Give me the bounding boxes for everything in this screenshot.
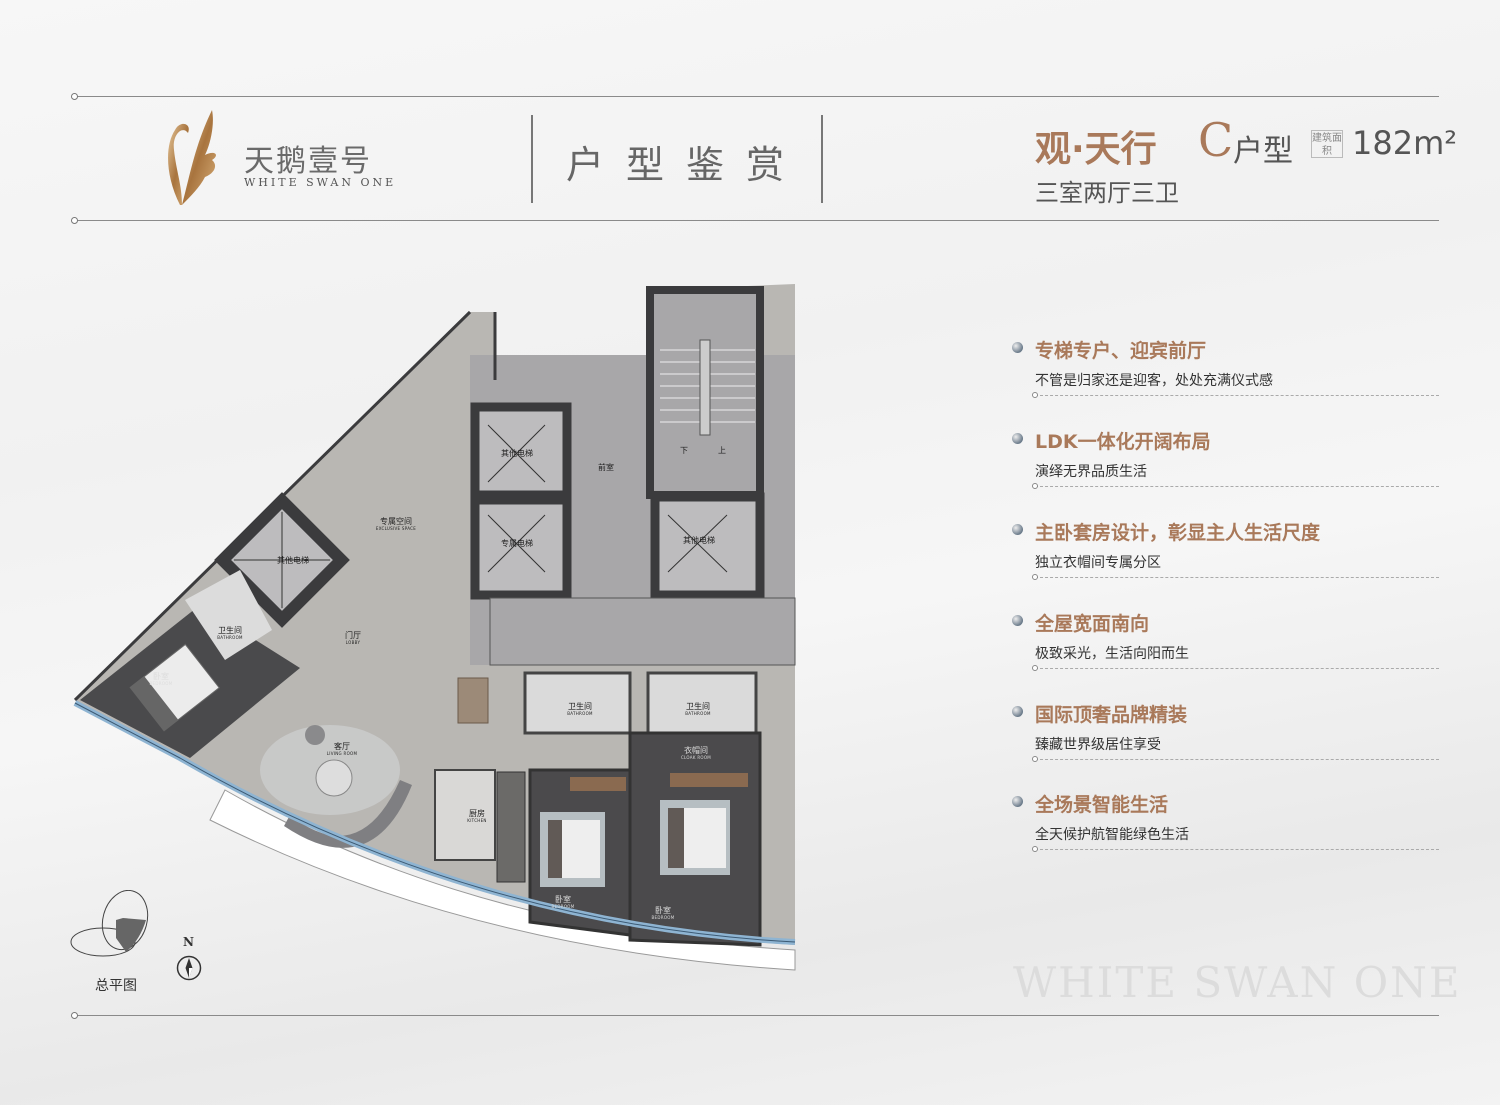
north-label: N bbox=[183, 935, 194, 949]
top-rule bbox=[75, 96, 1439, 97]
dashed-divider bbox=[1035, 577, 1439, 578]
dining-table bbox=[457, 677, 489, 724]
left-bathroom-floor bbox=[185, 570, 272, 660]
armchair bbox=[305, 725, 325, 745]
divider-dot bbox=[1032, 574, 1038, 580]
header-rule bbox=[75, 220, 1439, 221]
feature-desc: 臻藏世界级居住享受 bbox=[1035, 737, 1161, 753]
unit-area: 182m² bbox=[1352, 124, 1458, 162]
feature-desc: 全天候护航智能绿色生活 bbox=[1035, 827, 1189, 843]
feature-desc: 不管是归家还是迎客，处处充满仪式感 bbox=[1035, 373, 1273, 389]
stair-up-label: 上 bbox=[718, 446, 726, 455]
bullet-icon bbox=[1012, 706, 1023, 717]
watermark: WHITE SWAN ONE bbox=[1013, 958, 1462, 1007]
dashed-divider bbox=[1035, 395, 1439, 396]
room-label: 其他电梯 bbox=[277, 556, 309, 565]
rule-dot bbox=[71, 93, 78, 100]
room-label: 前室 bbox=[598, 463, 614, 472]
bullet-icon bbox=[1012, 524, 1023, 535]
unit-name: 观·天行 bbox=[1035, 129, 1157, 170]
feature-desc: 演绎无界品质生活 bbox=[1035, 464, 1147, 480]
wardrobe bbox=[570, 777, 626, 791]
unit-layout: 三室两厅三卫 bbox=[1035, 179, 1179, 207]
site-plan-label: 总平图 bbox=[95, 978, 137, 994]
brand-name-en: WHITE SWAN ONE bbox=[244, 176, 397, 189]
feature-title: 全屋宽面南向 bbox=[1035, 613, 1150, 635]
feature-desc: 独立衣帽间专属分区 bbox=[1035, 555, 1161, 571]
divider bbox=[531, 115, 533, 203]
feature-title: 专梯专户、迎宾前厅 bbox=[1035, 340, 1207, 362]
rule-dot bbox=[71, 1012, 78, 1019]
divider-dot bbox=[1032, 756, 1038, 762]
balcony-outline bbox=[209, 789, 796, 971]
bullet-icon bbox=[1012, 433, 1023, 444]
divider-dot bbox=[1032, 846, 1038, 852]
unit-type-letter: C bbox=[1198, 113, 1234, 167]
corridor bbox=[489, 597, 796, 666]
divider-dot bbox=[1032, 392, 1038, 398]
dashed-divider bbox=[1035, 668, 1439, 669]
unit-type-suffix: 户型 bbox=[1233, 134, 1293, 169]
feature-title: 主卧套房设计，彰显主人生活尺度 bbox=[1035, 522, 1321, 544]
kitchen-floor bbox=[434, 769, 496, 861]
bullet-icon bbox=[1012, 615, 1023, 626]
bathroom-floor bbox=[523, 671, 632, 735]
wardrobe bbox=[670, 773, 748, 787]
dashed-divider bbox=[1035, 486, 1439, 487]
bullet-icon bbox=[1012, 796, 1023, 807]
stair-down-label: 下 bbox=[680, 446, 688, 455]
divider-dot bbox=[1032, 665, 1038, 671]
rule-dot bbox=[71, 217, 78, 224]
brand-name-zh: 天鹅壹号 bbox=[244, 144, 372, 179]
bullet-icon bbox=[1012, 342, 1023, 353]
sofa bbox=[284, 780, 412, 848]
kitchen-counter bbox=[496, 771, 526, 883]
elevator-shafts bbox=[214, 402, 765, 628]
bottom-rule bbox=[75, 1015, 1439, 1016]
divider-dot bbox=[1032, 483, 1038, 489]
room-label: 专属电梯 bbox=[501, 539, 533, 548]
dashed-divider bbox=[1035, 759, 1439, 760]
feature-title: 国际顶奢品牌精装 bbox=[1035, 704, 1188, 726]
stair-rail bbox=[699, 339, 711, 436]
section-title: 户型鉴赏 bbox=[566, 143, 807, 187]
feature-title: LDK一体化开阔布局 bbox=[1035, 431, 1211, 453]
site-plan-icon bbox=[70, 890, 149, 957]
swan-logo-icon bbox=[168, 110, 216, 205]
coffee-table bbox=[315, 759, 353, 797]
area-label: 建筑面积 bbox=[1311, 130, 1343, 158]
bathroom-floor bbox=[646, 671, 758, 735]
window-frame bbox=[74, 702, 796, 943]
divider bbox=[821, 115, 823, 203]
room-label: 其他电梯 bbox=[501, 449, 533, 458]
feature-desc: 极致采光，生活向阳而生 bbox=[1035, 646, 1189, 662]
feature-title: 全场景智能生活 bbox=[1035, 794, 1169, 816]
room-label: 其他电梯 bbox=[683, 536, 715, 545]
dashed-divider bbox=[1035, 849, 1439, 850]
compass-icon bbox=[176, 955, 202, 981]
